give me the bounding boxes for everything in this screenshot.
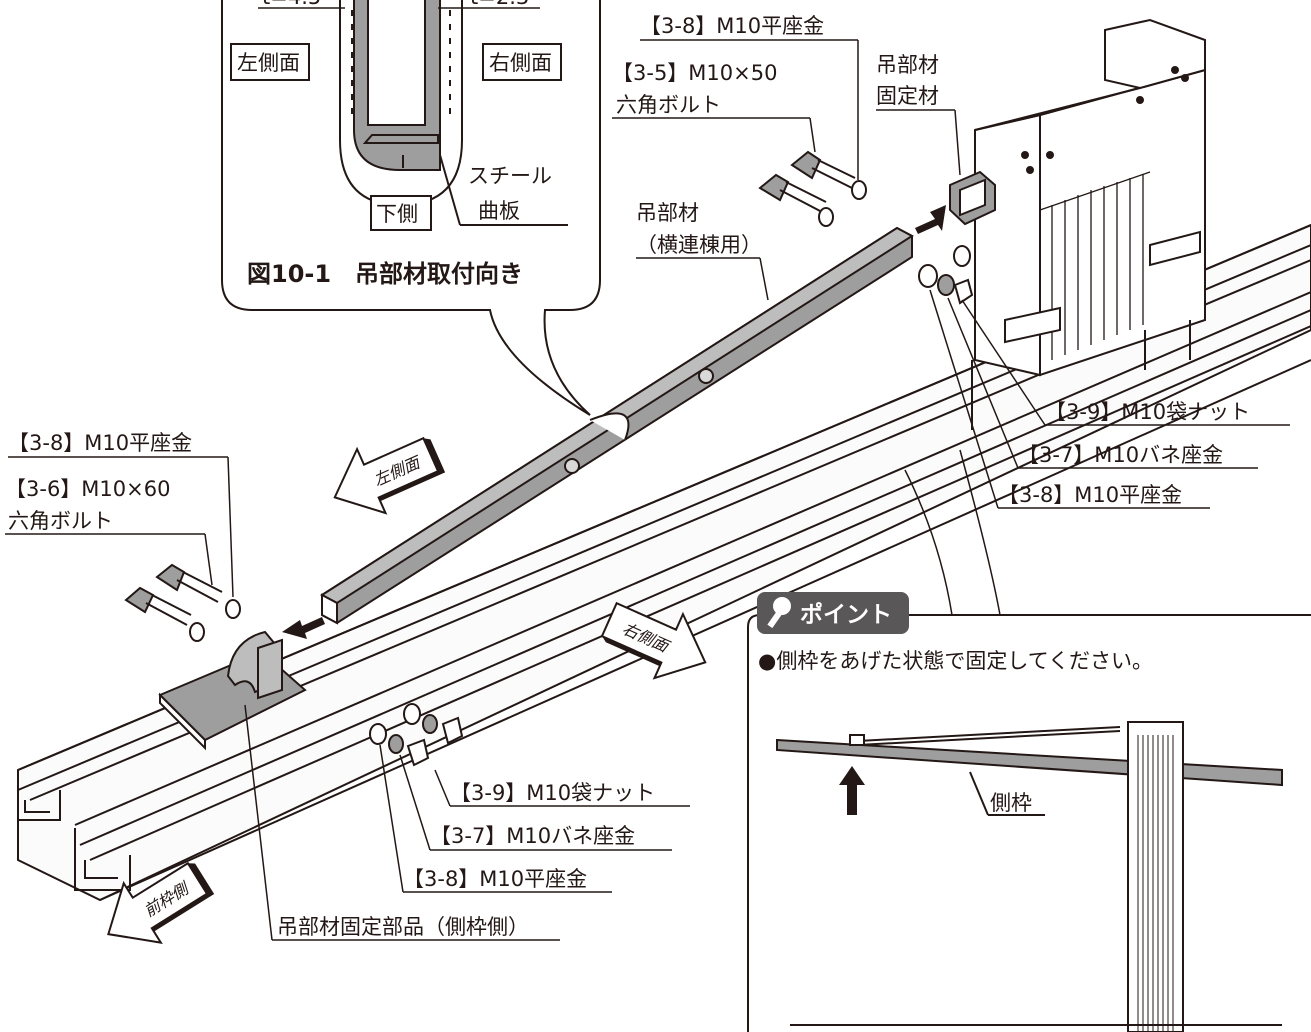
point-callout: ポイント ●側枠をあげた状態で固定してください。 側枠 [747, 449, 1311, 1032]
nuts-washers-right [918, 245, 974, 305]
hanger-member-label-2: （横連棟用） [636, 233, 762, 257]
side-frame-label: 側枠 [990, 791, 1032, 815]
bottom-side-label: 下側 [376, 202, 418, 226]
bolt-top-label-1: 【3-5】M10×50 [612, 61, 777, 85]
right-side-direction-arrow: 右側面 [600, 601, 707, 680]
key-icon [767, 597, 791, 629]
nuts-washers-bottom [369, 703, 464, 767]
left-side-label: 左側面 [237, 51, 300, 75]
point-title: ポイント [800, 601, 892, 628]
orientation-callout: t=4.5 t=2.3 左側面 右側面 下側 スチール 曲板 図10-1 吊部材… [221, 0, 601, 416]
hanger-part-label: 吊部材固定部品（側枠側） [277, 915, 529, 939]
washer-left-label: 【3-8】M10平座金 [8, 431, 192, 455]
lift-up-arrow [839, 766, 865, 815]
callout-caption: 図10-1 吊部材取付向き [247, 260, 523, 288]
insert-arrows [282, 205, 946, 639]
washer-right-label: 【3-8】M10平座金 [998, 483, 1182, 507]
bolt-left-label-2: 六角ボルト [8, 509, 113, 533]
bolt-top-label-2: 六角ボルト [616, 93, 721, 117]
part-labels [5, 39, 1290, 941]
bolts-top [758, 150, 867, 227]
hanger-fixing-part-bracket [158, 630, 307, 751]
side-frame-post [971, 18, 1206, 430]
hanger-member-beam [320, 226, 914, 625]
spring-washer-bottom-label: 【3-7】M10バネ座金 [430, 824, 635, 848]
hanger-member-label-1: 吊部材 [636, 201, 699, 225]
hanger-fix-label-1: 吊部材 [876, 53, 939, 77]
steel-plate-label-1: スチール [468, 164, 552, 188]
left-side-direction-arrow: 左側面 [333, 436, 446, 515]
spring-washer-right-label: 【3-7】M10バネ座金 [1018, 443, 1223, 467]
thickness-right-label: t=2.3 [470, 0, 529, 9]
point-text: ●側枠をあげた状態で固定してください。 [758, 649, 1153, 673]
cap-nut-bottom-label: 【3-9】M10袋ナット [450, 781, 655, 805]
bolts-left [124, 563, 241, 642]
front-side-direction-arrow: 前枠側 [107, 861, 215, 944]
cap-nut-right-label: 【3-9】M10袋ナット [1045, 400, 1250, 424]
washer-bottom-label: 【3-8】M10平座金 [403, 867, 587, 891]
hanger-fix-label-2: 固定材 [876, 84, 939, 108]
bolt-left-label-1: 【3-6】M10×60 [5, 477, 170, 501]
point-badge [757, 592, 909, 634]
steel-plate-label-2: 曲板 [478, 199, 520, 223]
hanger-fixing-material [949, 170, 996, 226]
thickness-left-label: t=4.5 [262, 0, 321, 9]
right-side-label: 右側面 [489, 51, 552, 75]
washer-top-label: 【3-8】M10平座金 [640, 14, 824, 38]
